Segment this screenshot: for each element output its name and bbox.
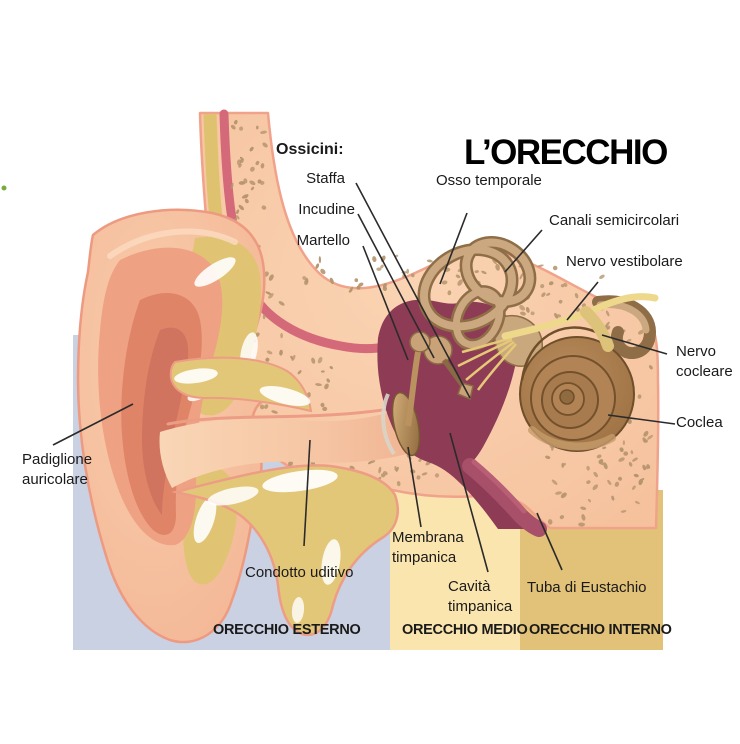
label-ossicini-header: Ossicini: (276, 141, 344, 158)
cochlear-nerve (580, 306, 614, 352)
vestibular-nerve (501, 293, 659, 340)
malleus-handle (405, 351, 421, 427)
label-canali-semicircolari: Canali semicircolari (549, 212, 680, 229)
label-nervo-vestibolare: Nervo vestibolare (566, 253, 683, 270)
zone-label-interno: ORECCHIO INTERNO (529, 622, 672, 638)
label-padiglione-auricolare: Padiglione auricolare (22, 451, 93, 488)
zone-label-medio: ORECCHIO MEDIO (402, 622, 528, 638)
label-martello: Martello (296, 232, 350, 249)
ear-canal (159, 356, 414, 637)
label-nervo-cocleare: Nervo cocleare (676, 343, 733, 380)
canal-cartilage-lower (171, 464, 399, 637)
label-incudine: Incudine (298, 201, 355, 218)
label-condotto-uditivo: Condotto uditivo (245, 564, 354, 581)
label-membrana-timpanica: Membrana timpanica (392, 529, 464, 566)
label-osso-temporale: Osso temporale (436, 172, 542, 189)
label-staffa: Staffa (306, 170, 345, 187)
pinna-rim-highlight (107, 228, 238, 259)
stray-green-speck (1, 185, 7, 191)
semicircular-canals (417, 236, 537, 351)
label-coclea: Coclea (676, 414, 723, 431)
label-cavita-timpanica: Cavità timpanica (448, 578, 513, 615)
figure-title: L’ORECCHIO (464, 133, 668, 172)
zone-label-esterno: ORECCHIO ESTERNO (213, 622, 361, 638)
label-tuba-di-eustachio: Tuba di Eustachio (527, 579, 647, 596)
pinna (76, 208, 268, 644)
malleus-head (409, 331, 431, 353)
incus-process (441, 358, 466, 388)
cochlea (519, 326, 635, 452)
nerves (457, 293, 659, 391)
leader-lines (52, 182, 676, 573)
ossicles (405, 331, 474, 427)
eustachian-tube (462, 458, 547, 537)
